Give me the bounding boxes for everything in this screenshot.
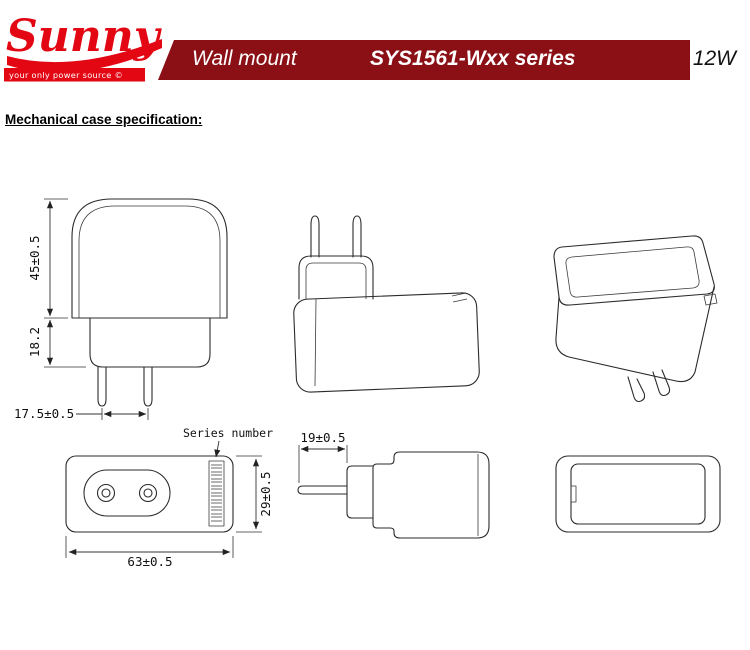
- pin-hole-left-inner: [101, 488, 111, 498]
- series-number-label: Series number: [183, 426, 273, 440]
- extension-lines: [65, 455, 262, 558]
- case-bottom-outline: [65, 455, 234, 533]
- product-type-label: Wall mount: [192, 47, 297, 70]
- pin-hole-left: [96, 483, 116, 503]
- adapter-body-inner-line: [78, 205, 221, 318]
- persp-top-face: [553, 235, 715, 306]
- plug-base-outline: [89, 317, 211, 368]
- side-body-seam: [314, 298, 317, 387]
- dim-body-height: 45±0.5: [27, 235, 42, 280]
- plug-pin-right: [143, 366, 153, 407]
- persp-front-face: [555, 286, 715, 383]
- extension-lines: [298, 445, 348, 483]
- perspective-view: [553, 235, 718, 403]
- pin-hole-right: [138, 483, 158, 503]
- persp-port-detail: [703, 293, 718, 306]
- tagline-bar: [4, 68, 145, 82]
- adapter-body-outline: [71, 198, 228, 319]
- bottom-face-view: Series number 29±0.5 63±0.5: [65, 426, 273, 569]
- dim-pin-length: 19±0.5: [300, 430, 345, 445]
- persp-pin-left: [627, 376, 646, 403]
- side-pin-right: [352, 215, 362, 258]
- socket-recess-outline: [83, 469, 171, 517]
- pin-hole-right-inner: [143, 488, 153, 498]
- side-view: [293, 215, 480, 393]
- side-collar-outline: [298, 255, 374, 300]
- side-pin-left: [310, 215, 320, 258]
- logo-swoosh: [7, 39, 162, 73]
- dim-case-height: 29±0.5: [258, 471, 273, 516]
- brand-logo-art: Sunny your only power source ©: [4, 11, 163, 82]
- section-title: Mechanical case specification:: [5, 112, 203, 127]
- side-body-vent-detail: [451, 292, 468, 303]
- top-view-label-area: [570, 463, 706, 525]
- side-collar-inner-line: [305, 262, 367, 299]
- persp-pin-right: [652, 369, 671, 397]
- mechanical-drawings: 45±0.5 18.2 17.5±0.5: [14, 198, 721, 569]
- profile-collar: [346, 465, 374, 519]
- top-view: [555, 455, 721, 533]
- front-view: 45±0.5 18.2 17.5±0.5: [14, 198, 228, 421]
- wattage-label: 12W: [692, 47, 736, 70]
- brand-tagline: your only power source ©: [9, 70, 123, 80]
- dim-plug-height: 18.2: [27, 327, 42, 357]
- persp-label-recess: [565, 246, 700, 298]
- extension-lines: [44, 198, 149, 420]
- side-body-outline: [293, 292, 480, 393]
- plug-pin-left: [97, 366, 107, 407]
- brand-logo: Sunny your only power source ©: [4, 2, 168, 84]
- side-profile-view: 19±0.5: [297, 430, 490, 539]
- serial-barcode: [208, 460, 225, 527]
- dim-case-width: 63±0.5: [127, 554, 172, 569]
- profile-body: [372, 451, 490, 539]
- series-name-label: SYS1561-Wxx series: [370, 47, 576, 70]
- top-view-outline: [555, 455, 721, 533]
- series-number-leader-arrow: [214, 440, 221, 458]
- profile-pin: [297, 485, 348, 495]
- dim-pin-spacing: 17.5±0.5: [14, 406, 74, 421]
- top-view-notch: [570, 485, 577, 503]
- title-bar: Wall mount SYS1561-Wxx series: [158, 40, 690, 80]
